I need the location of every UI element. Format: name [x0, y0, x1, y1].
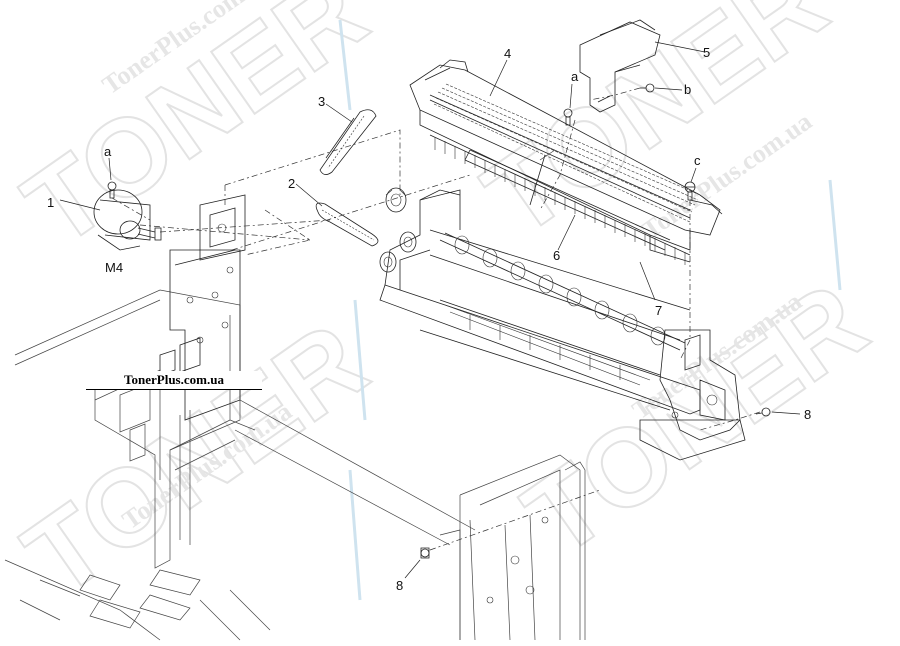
- bracket-part-5: [579, 19, 661, 113]
- screw-8-right: [755, 407, 771, 417]
- pulley-upper: [385, 187, 407, 213]
- belt-2: [315, 202, 379, 247]
- callout-4: 4: [504, 46, 511, 61]
- upper-guide-part-4: [409, 59, 723, 263]
- screw-c: [684, 181, 696, 201]
- static-brush-part-7: [429, 134, 691, 265]
- pulley-lower: [379, 251, 397, 273]
- pulley-mid: [399, 231, 417, 253]
- callout-labels: 1 2 3 4 5 6 7 8 8 a a b c M4: [47, 45, 811, 593]
- site-label: TonerPlus.com.ua: [86, 371, 262, 390]
- callout-b: b: [684, 82, 691, 97]
- screw-a-left: [107, 181, 117, 199]
- callout-3: 3: [318, 94, 325, 109]
- callout-7: 7: [655, 303, 662, 318]
- drive-side-plate: [159, 194, 246, 421]
- screw-b: [640, 83, 655, 93]
- motor-m4: [93, 189, 162, 251]
- belt-3: [319, 109, 377, 175]
- roller-shaft: [439, 232, 686, 351]
- right-end-bracket: [639, 329, 746, 461]
- callout-2: 2: [288, 176, 295, 191]
- callout-a-left: a: [104, 144, 112, 159]
- watermark-brand-text-3: TONER: [503, 259, 887, 579]
- callout-8-right: 8: [804, 407, 811, 422]
- watermark-swoosh-icon: [338, 19, 842, 601]
- callout-5: 5: [703, 45, 710, 60]
- screw-a-top: [563, 108, 573, 126]
- leader-lines: [59, 41, 801, 579]
- right-frame-plate: [439, 454, 586, 641]
- callout-c: c: [694, 153, 701, 168]
- assembly-lines: [111, 87, 761, 551]
- transport-frame: [379, 189, 701, 415]
- screw-8-bottom: [420, 547, 430, 559]
- callout-m4: M4: [105, 260, 123, 275]
- callout-6: 6: [553, 248, 560, 263]
- callout-8-bottom: 8: [396, 578, 403, 593]
- watermark-layer: TONER TONER TONER TONER TonerPlus.com.ua…: [2, 0, 888, 621]
- lower-frame: [4, 289, 476, 641]
- callout-1: 1: [47, 195, 54, 210]
- callout-a-top: a: [571, 69, 579, 84]
